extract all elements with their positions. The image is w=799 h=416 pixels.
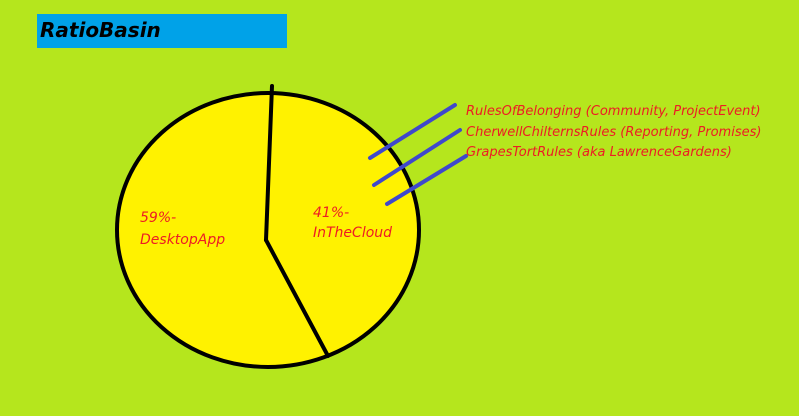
slice-divider-bottom [264, 238, 330, 358]
slice-label-cloud-percent: 41%- [313, 205, 349, 221]
slice-label-cloud-name: InTheCloud [313, 225, 392, 241]
pie-group [115, 84, 421, 369]
slice-label-desktop-name: DesktopApp [140, 232, 225, 248]
annotation-labels: RulesOfBelonging (Community, ProjectEven… [466, 104, 761, 160]
chart-title: RatioBasin [40, 18, 161, 42]
connector-line-2 [372, 128, 462, 187]
annotation-2: CherwellChilternsRules (Reporting, Promi… [466, 125, 761, 140]
slice-label-desktop: 59%- DesktopApp [140, 210, 225, 248]
slice-label-desktop-percent: 59%- [140, 210, 176, 226]
connector-line-1 [368, 103, 457, 160]
title-bar: RatioBasin [37, 14, 287, 48]
annotation-3: GrapesTortRules (aka LawrenceGardens) [466, 145, 732, 160]
slice-label-cloud: 41%- InTheCloud [313, 205, 392, 241]
annotation-1: RulesOfBelonging (Community, ProjectEven… [466, 104, 761, 119]
slice-labels: 59%- DesktopApp 41%- InTheCloud [140, 205, 392, 248]
annotation-connectors [368, 103, 468, 206]
connector-line-3 [385, 154, 468, 206]
slice-divider-top [264, 84, 274, 242]
